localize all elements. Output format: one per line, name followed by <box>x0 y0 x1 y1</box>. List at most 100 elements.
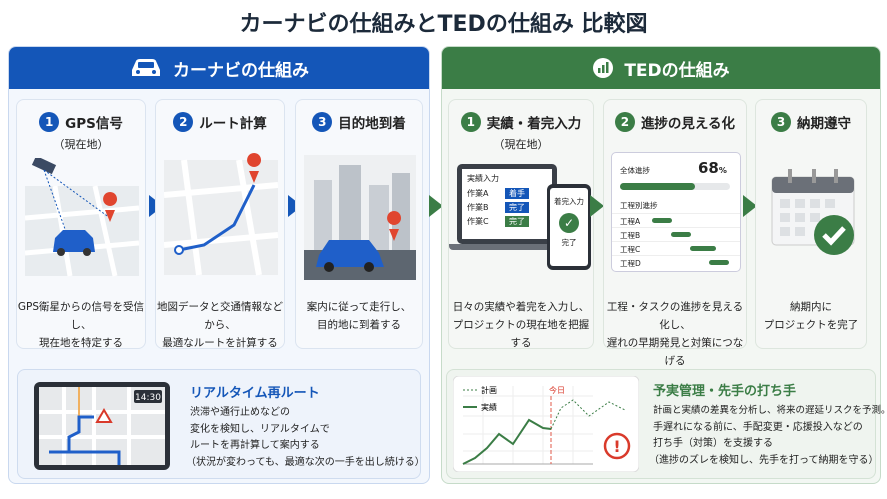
step-desc-line: 日々の実績や着完を入力し、 <box>452 301 590 313</box>
satellite-icon <box>31 158 57 175</box>
phone-done: 完了 <box>561 238 577 247</box>
step-visualize: 2 進捗の見える化 全体進捗 68% 工程別進捗 工程A 工程B 工程C 工程D 工程・… <box>603 99 747 367</box>
arrival-illustration <box>304 155 416 280</box>
step-number: 3 <box>771 112 791 132</box>
progress-value: 68 <box>698 159 719 177</box>
ted-header-title: TEDの仕組み <box>624 60 730 81</box>
bottom-text-line: ルートを再計算して案内する <box>190 440 320 451</box>
gantt-chart: 工程A 工程B 工程C 工程D <box>612 213 740 269</box>
today-label: 今日 <box>549 385 565 395</box>
step-desc-line: 納期内に <box>790 301 832 313</box>
step-desc-line: 最適なルートを計算する <box>162 337 278 349</box>
process-label: 工程B <box>620 231 641 240</box>
location-pin-icon <box>247 153 262 167</box>
step-deadline: 3 納期遵守 納期内にプロジェクトを完了 <box>755 99 867 349</box>
progress-unit: % <box>718 166 727 175</box>
bottom-text-line: 手遅れになる前に、手配変更・応援投入などの <box>653 421 863 433</box>
step-title: 進捗の見える化 <box>640 116 736 132</box>
progress-bar <box>620 183 730 190</box>
arrow-right-icon <box>590 195 604 217</box>
warning-icon <box>95 408 113 423</box>
legend-actual: 実績 <box>481 402 497 412</box>
calendar-check-icon <box>771 169 855 255</box>
arrow-right-icon <box>429 195 443 217</box>
step-desc-line: 遅れの早期発見と対策につなげる <box>606 337 744 367</box>
step-title: 実績・着完入力 <box>486 116 582 132</box>
task-row: 作業C 完了 <box>467 216 547 227</box>
bottom-text-line: 渋滞や通行止めなどの <box>190 407 290 418</box>
ted-header: TEDの仕組み <box>442 47 880 89</box>
location-pin-icon <box>387 211 402 225</box>
bottom-text-line: （状況が変わっても、最適な次の一手を出し続ける） <box>186 456 425 468</box>
bottom-text-line: 計画と実績の差異を分析し、将来の遅延リスクを予測。 <box>653 405 887 416</box>
gantt-bar <box>709 260 729 265</box>
gantt-row: 工程A <box>612 213 740 227</box>
route-map-illustration <box>164 153 278 276</box>
gantt-bar <box>690 246 716 251</box>
step-subtitle: （現在地） <box>53 138 109 151</box>
gantt-bar <box>671 232 691 237</box>
step-title: GPS信号 <box>65 116 123 132</box>
realtime-reroute-box: 14:30 リアルタイム再ルート 渋滞や通行止めなどの 変化を検知し、リアルタイ… <box>17 369 425 479</box>
step-title: ルート計算 <box>199 116 267 132</box>
process-label: 工程A <box>620 217 641 226</box>
task-name: 作業B <box>467 203 489 212</box>
bottom-text-line: 打ち手（対策）を支援する <box>653 438 773 449</box>
location-pin-icon <box>105 210 115 222</box>
step-number: 2 <box>173 112 194 132</box>
status-badge: 着手 <box>505 188 529 199</box>
legend-plan: 計画 <box>481 385 497 395</box>
laptop-title: 実績入力 <box>467 174 499 183</box>
step-title: 納期遵守 <box>797 116 851 132</box>
status-badge: 完了 <box>505 216 529 227</box>
gantt-bar <box>652 218 672 223</box>
plan-line <box>550 399 626 430</box>
step-desc-line: 目的地に到着する <box>317 319 401 331</box>
step-desc-line: 案内に従って走行し、 <box>306 301 412 313</box>
progress-dashboard: 全体進捗 68% 工程別進捗 工程A 工程B 工程C 工程D <box>611 152 741 272</box>
bottom-title: 予実管理・先手の打ち手 <box>653 384 797 399</box>
phone-title: 着完入力 <box>554 197 584 206</box>
step-number: 1 <box>460 112 481 132</box>
status-badge: 完了 <box>505 202 529 213</box>
car-icon <box>53 230 95 252</box>
car-icon <box>316 240 384 267</box>
clock-time: 14:30 <box>135 393 161 403</box>
gps-map-illustration <box>25 158 139 277</box>
process-label: 工程C <box>620 245 641 254</box>
phone-illustration: 着完入力 ✓ 完了 <box>547 184 591 270</box>
actual-line <box>462 418 552 465</box>
process-label: 工程D <box>620 259 641 268</box>
step-number: 3 <box>312 112 333 132</box>
task-row: 作業B 完了 <box>467 202 547 213</box>
bottom-text-line: 変化を検知し、リアルタイムで <box>190 423 330 435</box>
gantt-row: 工程D <box>612 255 740 269</box>
task-name: 作業C <box>467 217 489 226</box>
bottom-title: リアルタイム再ルート <box>190 386 320 401</box>
step-title: 目的地到着 <box>338 116 406 132</box>
step-desc-line: 工程・タスクの進捗を見える化し、 <box>606 301 744 331</box>
navi-screen-illustration: 14:30 <box>34 382 170 470</box>
step-arrival: 3 目的地到着 案内に従って走行し、目的地に到着する <box>295 99 423 349</box>
step-desc-line: プロジェクトを完了 <box>763 319 859 331</box>
step-number: 2 <box>614 112 635 132</box>
plan-vs-actual-chart: 計画 実績 今日 ! <box>453 376 639 472</box>
forecast-management-box: 計画 実績 今日 ! 予実管理・先手の打ち手 計画と実績の差異を分析し、将来の遅… <box>446 369 887 479</box>
gantt-row: 工程C <box>612 241 740 255</box>
step-desc-line: 現在地を特定する <box>39 337 123 349</box>
alert-icon <box>603 432 631 460</box>
progress-label: 全体進捗 <box>620 166 650 175</box>
check-icon: ✓ <box>559 213 579 233</box>
gantt-title: 工程別進捗 <box>620 201 658 210</box>
gantt-row: 工程B <box>612 227 740 241</box>
bottom-text-line: （進捗のズレを検知し、先手を打って納期を守る） <box>649 454 879 466</box>
car-icon <box>132 59 160 76</box>
step-subtitle: （現在地） <box>493 138 549 151</box>
svg-text:!: ! <box>613 437 620 456</box>
